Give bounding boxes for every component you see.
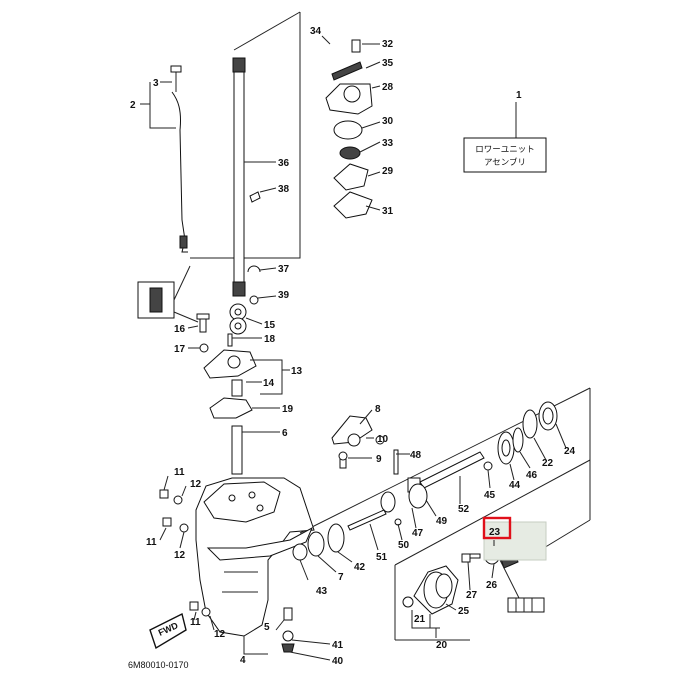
callout-24: 24 [564,446,576,457]
callout-9: 9 [376,454,382,465]
callout-40: 40 [332,656,344,667]
callout-49: 49 [436,516,448,527]
callout-5: 5 [264,622,270,633]
callout-36: 36 [278,158,290,169]
assembly-name-line1: ロワーユニット [475,145,535,155]
callout-47: 47 [412,528,424,539]
callout-numbers: 2 3 4 5 6 7 8 9 10 11 11 11 12 12 12 13 … [130,26,576,667]
callout-50: 50 [398,540,410,551]
callout-43: 43 [316,586,328,597]
propeller-shaft-group [292,401,558,561]
callout-12c: 12 [214,629,226,640]
callout-1: 1 [516,90,522,101]
callout-37: 37 [278,264,290,275]
callout-27: 27 [466,590,478,601]
callout-11a: 11 [174,467,185,478]
callout-6: 6 [282,428,288,439]
callout-46: 46 [526,470,538,481]
callout-51: 51 [376,552,388,563]
callout-32: 32 [382,39,394,50]
clip-detail-box [137,265,199,323]
shift-rod [170,65,188,253]
callout-35: 35 [382,58,394,69]
callout-7: 7 [338,572,344,583]
callout-42: 42 [354,562,366,573]
callout-45: 45 [484,490,496,501]
callout-52: 52 [458,504,470,515]
callout-12b: 12 [174,550,186,561]
callout-44: 44 [509,480,521,491]
callout-30: 30 [382,116,394,127]
callout-28: 28 [382,82,394,93]
callout-48: 48 [410,450,422,461]
callout-38: 38 [278,184,290,195]
callout-29: 29 [382,166,394,177]
callout-17: 17 [174,344,186,355]
callout-4: 4 [240,655,246,666]
drive-shaft-small-parts [196,191,261,475]
callout-10: 10 [377,434,389,445]
callout-26: 26 [486,580,498,591]
callout-20: 20 [436,640,448,651]
water-pump-group [325,39,373,219]
callout-33: 33 [382,138,394,149]
lower-case-housing [195,477,315,637]
callout-21: 21 [414,614,426,625]
callout-2: 2 [130,100,136,111]
callout-14: 14 [263,378,275,389]
assembly-name-line2: アセンブリ [484,157,526,168]
callout-15: 15 [264,320,276,331]
callout-11c: 11 [190,617,201,628]
callout-22: 22 [542,458,554,469]
callout-11b: 11 [146,537,157,548]
callout-19: 19 [282,404,294,415]
callout-23: 23 [489,527,501,538]
assembly-label-box: 1 ロワーユニット アセンブリ [463,90,547,173]
callout-25: 25 [458,606,470,617]
callout-12a: 12 [190,479,202,490]
drive-shaft [232,57,246,297]
callout-39: 39 [278,290,290,301]
highlighted-part-box [482,516,512,540]
callout-13: 13 [291,366,303,377]
leader-lines [140,35,567,661]
shift-cam-group [331,415,385,469]
callout-18: 18 [264,334,276,345]
callout-34: 34 [310,26,322,37]
callout-8: 8 [375,404,381,415]
callout-41: 41 [332,640,344,651]
callout-16: 16 [174,324,186,335]
callout-31: 31 [382,206,394,217]
callout-3: 3 [153,78,159,89]
fwd-mark: FWD [149,612,187,650]
drawing-code: 6M80010-0170 [128,660,189,670]
